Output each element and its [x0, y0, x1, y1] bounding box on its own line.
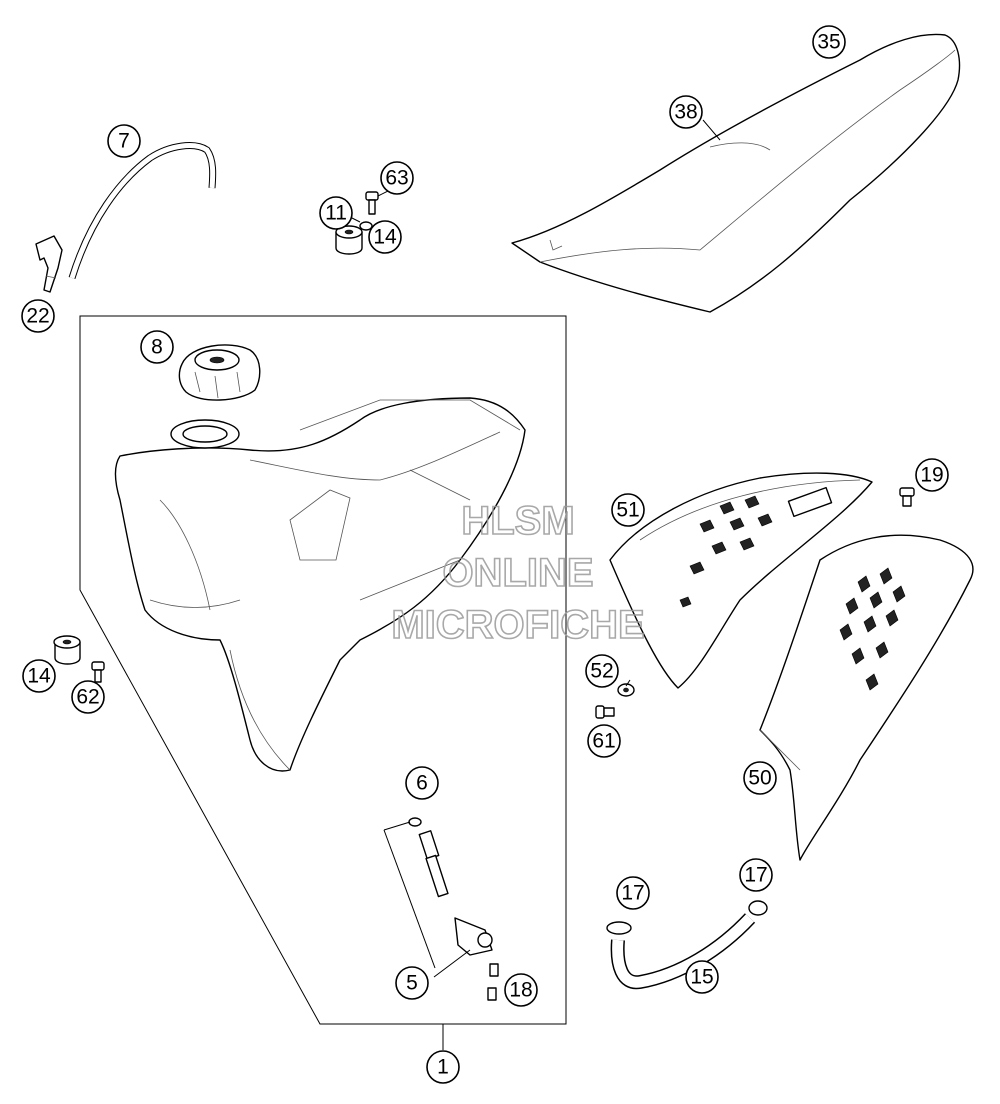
watermark-line-1: HLSM [461, 499, 574, 543]
callout-11: 11 [319, 196, 353, 230]
callout-15: 15 [685, 960, 719, 994]
callout-1: 1 [426, 1050, 460, 1084]
tap-screws [487, 963, 499, 1001]
callout-7: 7 [107, 124, 141, 158]
hose-clamp-right [748, 900, 768, 916]
callout-61: 61 [587, 724, 621, 758]
side-cover [759, 534, 974, 861]
svg-text:38: 38 [674, 101, 697, 124]
watermark-line-3: MICROFICHE [391, 603, 644, 647]
fuel-tank [114, 397, 526, 772]
side-cover-vents [839, 567, 906, 691]
rubber-bushing-top [335, 225, 363, 255]
callout-8: 8 [140, 330, 174, 364]
svg-text:19: 19 [920, 464, 943, 487]
screw-63 [365, 191, 379, 215]
callout-18: 18 [504, 973, 538, 1007]
callout-50: 50 [743, 761, 777, 795]
svg-text:17: 17 [744, 864, 767, 887]
svg-text:61: 61 [592, 730, 615, 753]
callout-17-left: 17 [616, 876, 650, 910]
shroud-vents [679, 495, 773, 608]
svg-text:14: 14 [27, 665, 51, 688]
svg-text:52: 52 [590, 660, 613, 683]
callout-62: 62 [71, 680, 105, 714]
svg-text:15: 15 [690, 966, 713, 989]
elbow-fitting [35, 235, 63, 293]
svg-text:50: 50 [748, 767, 771, 790]
svg-text:1: 1 [437, 1056, 449, 1079]
callout-14-left: 14 [22, 659, 56, 693]
o-ring [408, 817, 422, 827]
svg-text:11: 11 [325, 202, 347, 225]
svg-text:22: 22 [26, 305, 49, 328]
svg-text:14: 14 [373, 226, 397, 249]
rubber-bushing-left [53, 635, 81, 665]
svg-text:51: 51 [616, 499, 639, 522]
callout-14-top: 14 [368, 220, 402, 254]
watermark-line-2: ONLINE [442, 551, 593, 595]
callout-22: 22 [21, 299, 55, 333]
fuel-hose [68, 142, 217, 280]
callout-17-right: 17 [739, 858, 773, 892]
svg-text:6: 6 [416, 772, 428, 795]
svg-text:63: 63 [385, 167, 408, 190]
svg-text:62: 62 [76, 686, 99, 709]
callout-5: 5 [395, 966, 429, 1000]
svg-text:5: 5 [406, 972, 418, 995]
callout-38: 38 [669, 95, 703, 129]
svg-text:17: 17 [621, 882, 644, 905]
svg-text:18: 18 [509, 979, 532, 1002]
svg-text:8: 8 [151, 336, 163, 359]
bushing-11 [359, 221, 373, 231]
callout-51: 51 [611, 493, 645, 527]
callout-35: 35 [812, 25, 846, 59]
screw-19 [899, 487, 915, 507]
callout-19: 19 [915, 458, 949, 492]
watermark: HLSM ONLINE MICROFICHE [391, 498, 646, 648]
vent-hose [610, 913, 756, 990]
hose-clamp-left [606, 921, 632, 935]
screw-62 [91, 661, 105, 683]
callout-63: 63 [380, 161, 414, 195]
callout-52: 52 [585, 654, 619, 688]
svg-text:35: 35 [817, 31, 840, 54]
fuel-tap [383, 821, 493, 969]
fuel-cap [178, 344, 261, 401]
callout-6: 6 [405, 766, 439, 800]
washer-52 [617, 683, 635, 697]
screw-61 [595, 705, 615, 719]
svg-text:7: 7 [118, 130, 130, 153]
radiator-shroud [609, 472, 873, 689]
seat [511, 33, 961, 313]
